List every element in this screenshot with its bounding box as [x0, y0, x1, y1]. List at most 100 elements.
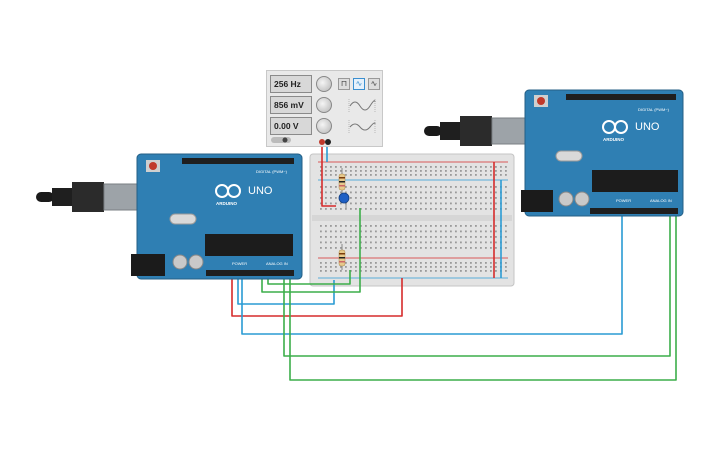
- breadboard-hole[interactable]: [410, 186, 412, 188]
- breadboard-hole[interactable]: [405, 247, 407, 249]
- breadboard-hole[interactable]: [325, 262, 327, 264]
- breadboard-hole[interactable]: [360, 262, 362, 264]
- breadboard-hole[interactable]: [415, 186, 417, 188]
- breadboard-hole[interactable]: [430, 202, 432, 205]
- breadboard-hole[interactable]: [440, 174, 442, 176]
- breadboard-hole[interactable]: [460, 241, 462, 244]
- breadboard-hole[interactable]: [435, 174, 437, 176]
- breadboard-hole[interactable]: [345, 270, 347, 272]
- breadboard-hole[interactable]: [345, 174, 347, 176]
- breadboard-hole[interactable]: [450, 174, 452, 176]
- breadboard-hole[interactable]: [495, 270, 497, 272]
- breadboard-hole[interactable]: [360, 241, 362, 244]
- breadboard-hole[interactable]: [445, 174, 447, 176]
- breadboard-hole[interactable]: [345, 241, 347, 244]
- breadboard-hole[interactable]: [425, 202, 427, 205]
- breadboard-hole[interactable]: [440, 191, 442, 194]
- breadboard-hole[interactable]: [490, 266, 492, 268]
- breadboard-hole[interactable]: [395, 191, 397, 194]
- breadboard-hole[interactable]: [325, 230, 327, 233]
- breadboard-hole[interactable]: [375, 197, 377, 199]
- breadboard-hole[interactable]: [505, 202, 507, 205]
- breadboard-hole[interactable]: [320, 230, 322, 233]
- arduino-left[interactable]: [36, 153, 303, 280]
- breadboard-hole[interactable]: [375, 202, 377, 205]
- breadboard-hole[interactable]: [415, 197, 417, 199]
- breadboard-hole[interactable]: [470, 266, 472, 268]
- breadboard-hole[interactable]: [340, 266, 342, 268]
- breadboard-hole[interactable]: [350, 247, 352, 249]
- triangle-wave-button[interactable]: ∿: [368, 78, 380, 90]
- breadboard-hole[interactable]: [430, 197, 432, 199]
- breadboard-hole[interactable]: [320, 266, 322, 268]
- breadboard-hole[interactable]: [435, 208, 437, 210]
- breadboard-hole[interactable]: [335, 236, 337, 238]
- breadboard-hole[interactable]: [415, 208, 417, 210]
- breadboard-hole[interactable]: [320, 174, 322, 176]
- breadboard-hole[interactable]: [370, 270, 372, 272]
- breadboard-hole[interactable]: [325, 197, 327, 199]
- breadboard-hole[interactable]: [465, 266, 467, 268]
- breadboard-hole[interactable]: [400, 225, 402, 227]
- breadboard-hole[interactable]: [415, 225, 417, 227]
- breadboard-hole[interactable]: [490, 191, 492, 194]
- breadboard-hole[interactable]: [460, 166, 462, 168]
- breadboard-hole[interactable]: [485, 174, 487, 176]
- breadboard-hole[interactable]: [490, 247, 492, 249]
- breadboard-hole[interactable]: [395, 230, 397, 233]
- breadboard-hole[interactable]: [415, 202, 417, 205]
- breadboard-hole[interactable]: [400, 166, 402, 168]
- breadboard-hole[interactable]: [460, 225, 462, 227]
- breadboard-hole[interactable]: [480, 241, 482, 244]
- breadboard-hole[interactable]: [430, 186, 432, 188]
- breadboard-hole[interactable]: [350, 170, 352, 172]
- breadboard-hole[interactable]: [410, 191, 412, 194]
- breadboard-hole[interactable]: [385, 230, 387, 233]
- breadboard-hole[interactable]: [405, 191, 407, 194]
- breadboard-hole[interactable]: [465, 208, 467, 210]
- breadboard-hole[interactable]: [440, 225, 442, 227]
- breadboard-hole[interactable]: [460, 202, 462, 205]
- breadboard-hole[interactable]: [380, 186, 382, 188]
- breadboard-hole[interactable]: [385, 241, 387, 244]
- breadboard-hole[interactable]: [490, 197, 492, 199]
- breadboard-hole[interactable]: [380, 225, 382, 227]
- breadboard-hole[interactable]: [320, 186, 322, 188]
- breadboard-hole[interactable]: [330, 208, 332, 210]
- breadboard-hole[interactable]: [480, 270, 482, 272]
- breadboard-hole[interactable]: [505, 191, 507, 194]
- breadboard-hole[interactable]: [430, 270, 432, 272]
- breadboard-hole[interactable]: [450, 225, 452, 227]
- breadboard-hole[interactable]: [505, 236, 507, 238]
- breadboard-hole[interactable]: [505, 174, 507, 176]
- breadboard-hole[interactable]: [450, 170, 452, 172]
- breadboard-hole[interactable]: [370, 191, 372, 194]
- breadboard-hole[interactable]: [475, 225, 477, 227]
- breadboard-hole[interactable]: [365, 225, 367, 227]
- breadboard-hole[interactable]: [420, 247, 422, 249]
- breadboard-hole[interactable]: [485, 186, 487, 188]
- breadboard-hole[interactable]: [325, 208, 327, 210]
- breadboard-hole[interactable]: [335, 230, 337, 233]
- arduino-right[interactable]: [424, 89, 684, 217]
- breadboard-hole[interactable]: [345, 262, 347, 264]
- breadboard-hole[interactable]: [505, 197, 507, 199]
- breadboard-hole[interactable]: [430, 208, 432, 210]
- breadboard-hole[interactable]: [345, 186, 347, 188]
- breadboard-hole[interactable]: [455, 202, 457, 205]
- breadboard-hole[interactable]: [425, 174, 427, 176]
- breadboard-hole[interactable]: [460, 270, 462, 272]
- breadboard-hole[interactable]: [330, 230, 332, 233]
- breadboard-hole[interactable]: [495, 186, 497, 188]
- breadboard-hole[interactable]: [460, 262, 462, 264]
- breadboard-hole[interactable]: [380, 191, 382, 194]
- breadboard-hole[interactable]: [445, 186, 447, 188]
- breadboard-hole[interactable]: [325, 236, 327, 238]
- breadboard-hole[interactable]: [330, 270, 332, 272]
- breadboard-hole[interactable]: [500, 170, 502, 172]
- breadboard-hole[interactable]: [475, 191, 477, 194]
- breadboard-hole[interactable]: [440, 202, 442, 205]
- breadboard-hole[interactable]: [380, 247, 382, 249]
- breadboard-hole[interactable]: [505, 230, 507, 233]
- breadboard-hole[interactable]: [465, 197, 467, 199]
